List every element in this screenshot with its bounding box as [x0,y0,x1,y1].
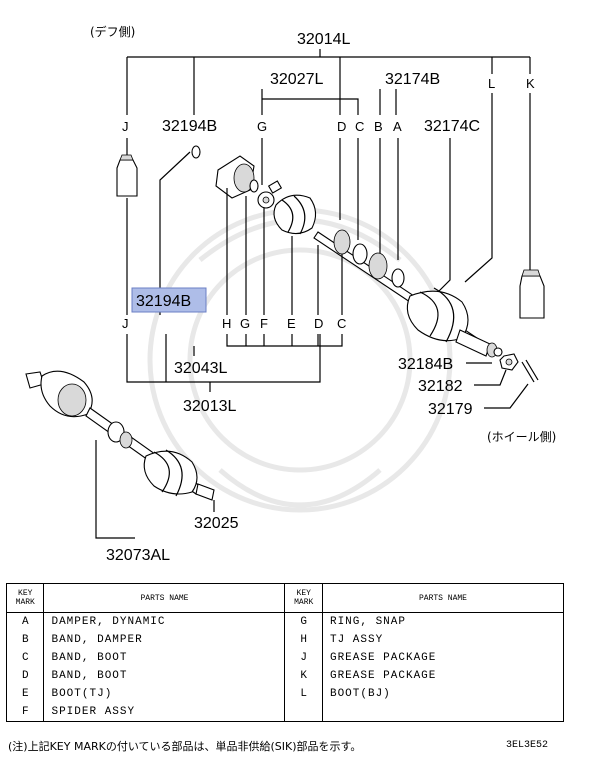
label-diff-side: (デフ側) [90,24,135,39]
legend-header-row: KEY MARK PARTS NAME KEY MARK PARTS NAME [5,583,565,613]
tj-housing-H [215,155,259,199]
label-32013L: 32013L [183,398,236,415]
label-32043L: 32043L [174,360,227,377]
legend-part-name: BAND, DAMPER [43,631,286,649]
cotter-pin-32179 [521,359,539,383]
legend-part-name: BOOT(BJ) [321,685,565,703]
key-letter-D-top: D [337,119,346,134]
legend-header-parts-name: PARTS NAME [43,583,286,613]
legend-part-name: GREASE PACKAGE [321,667,565,685]
label-32014L: 32014L [297,31,350,48]
legend-part-name: BAND, BOOT [43,667,286,685]
label-32182: 32182 [418,378,463,395]
legend-key [284,703,323,722]
key-letter-G-bottom: G [240,316,250,331]
highlight-box-32194B [131,287,207,313]
key-letter-E-bottom: E [287,316,296,331]
drive-shaft-complete [25,370,215,501]
snap-ring-32194B [191,145,201,159]
legend-key: D [5,667,45,685]
key-letter-C-bottom: C [337,316,346,331]
key-letter-J-bottom: J [122,316,129,331]
boot-TJ-E [273,194,317,235]
label-32025: 32025 [194,515,239,532]
legend-part-name: RING, SNAP [321,612,565,631]
label-32073AL: 32073AL [106,547,170,564]
legend-row: F SPIDER ASSY [5,703,565,722]
spider-assy-F [257,180,283,209]
legend-row: D BAND, BOOT K GREASE PACKAGE [5,667,565,685]
key-letter-A-top: A [393,119,402,134]
parts-legend-table: KEY MARK PARTS NAME KEY MARK PARTS NAME … [5,583,565,722]
legend-key: G [284,612,323,631]
key-letter-F-bottom: F [260,316,268,331]
key-letter-H-bottom: H [222,316,231,331]
legend-key: L [284,685,323,703]
legend-key: K [284,667,323,685]
document-id: 3EL3E52 [506,740,549,751]
label-32179: 32179 [428,401,473,418]
key-letter-B-top: B [374,119,383,134]
legend-part-name: DAMPER, DYNAMIC [43,612,286,631]
legend-key: E [5,685,45,703]
legend-row: E BOOT(TJ) L BOOT(BJ) [5,685,565,703]
label-wheel-side: (ホイール側) [487,430,556,444]
key-letter-D-bottom: D [314,316,323,331]
label-32184B: 32184B [398,356,453,373]
footnote: (注)上記KEY MARKの付いている部品は、単品非供給(SIK)部品を示す。 [8,740,362,753]
key-letter-K-top: K [526,76,535,91]
legend-part-name: BOOT(TJ) [43,685,286,703]
key-letter-J-top: J [122,119,129,134]
legend-key: B [5,631,45,649]
legend-row: A DAMPER, DYNAMIC G RING, SNAP [5,612,565,631]
legend-part-name: SPIDER ASSY [43,703,286,722]
bj-outer-joint [455,329,498,358]
legend-part-name: BAND, BOOT [43,649,286,667]
label-32174C: 32174C [424,118,480,135]
legend-part-name [321,703,565,722]
key-letter-G-top: G [257,119,267,134]
key-letter-L-top: L [488,76,495,91]
key-letter-C-top: C [355,119,364,134]
grease-package-J [116,154,138,197]
legend-key: F [5,703,45,722]
label-32194B-top: 32194B [162,118,217,135]
exploded-parts-diagram: (デフ側) 32014L 32027L 32174B 32194B 32174C… [25,24,556,564]
label-32174B: 32174B [385,71,440,88]
legend-key: H [284,631,323,649]
legend-header-key-mark: KEY MARK [5,583,45,613]
legend-part-name: GREASE PACKAGE [321,649,565,667]
legend-key: C [5,649,45,667]
legend-header-parts-name-2: PARTS NAME [321,583,565,613]
grease-package-K [519,269,545,319]
label-32194B-highlighted[interactable]: 32194B [136,293,191,310]
legend-row: B BAND, DAMPER H TJ ASSY [5,631,565,649]
nut-32182 [499,353,519,371]
legend-row: C BAND, BOOT J GREASE PACKAGE [5,649,565,667]
legend-part-name: TJ ASSY [321,631,565,649]
legend-key: A [5,612,45,631]
legend-key: J [284,649,323,667]
legend-header-key-mark-2: KEY MARK [284,583,323,613]
label-32027L: 32027L [270,71,323,88]
washer-32184B [493,347,503,357]
